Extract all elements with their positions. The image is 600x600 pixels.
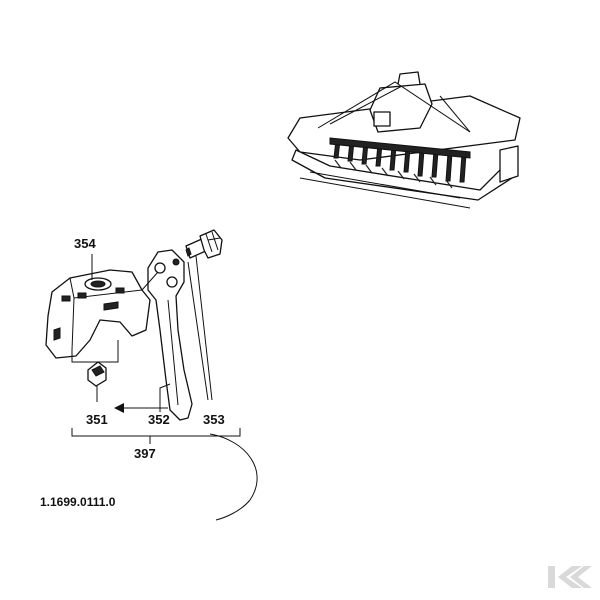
part-354-housing — [45, 269, 151, 359]
brand-logo-icon — [548, 566, 592, 588]
label-part-353: 353 — [203, 412, 225, 427]
tines-row — [329, 137, 471, 189]
machine-illustration — [287, 71, 521, 209]
label-part-351: 351 — [86, 412, 108, 427]
part-351-bushing — [87, 361, 107, 387]
label-part-354: 354 — [74, 236, 96, 251]
reference-number: 1.1699.0111.0 — [40, 495, 116, 509]
label-assembly-397: 397 — [134, 446, 156, 461]
arrow-head-icon — [114, 403, 124, 413]
label-part-352: 352 — [148, 412, 170, 427]
part-353-bolt — [185, 229, 223, 259]
leader-lines — [71, 254, 258, 521]
part-352-lever — [147, 249, 193, 421]
